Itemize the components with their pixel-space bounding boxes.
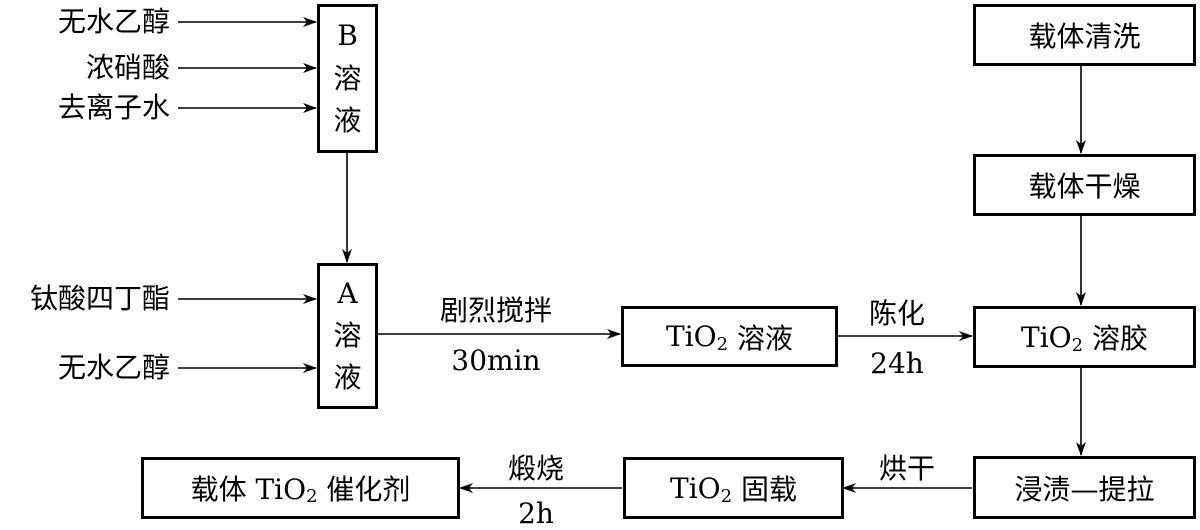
box-tio2-solution-suffix: 溶液 bbox=[728, 321, 793, 355]
step-calcine-label: 煅烧 bbox=[507, 452, 565, 485]
box-catalyst-suffix: 催化剂 bbox=[317, 473, 411, 506]
input-ethanol-a: 无水乙醇 bbox=[57, 351, 170, 384]
input-deionized-water: 去离子水 bbox=[57, 91, 170, 124]
box-tio2-load-suffix: 固载 bbox=[732, 473, 797, 506]
box-tio2-load-prefix: TiO bbox=[670, 471, 721, 505]
box-tio2-load-sub: 2 bbox=[720, 485, 733, 507]
input-nitric-acid: 浓硝酸 bbox=[85, 51, 170, 84]
step-stir-label: 剧烈搅拌 bbox=[439, 294, 553, 327]
box-a-solution: A 溶 液 bbox=[317, 263, 378, 409]
input-tetrabutyl-titanate: 钛酸四丁酯 bbox=[29, 282, 170, 315]
step-stir-time: 30min bbox=[451, 344, 541, 377]
box-b-line-1: B bbox=[337, 18, 358, 52]
box-catalyst-sub: 2 bbox=[306, 485, 318, 507]
box-dip-coating: 浸渍—提拉 bbox=[973, 456, 1196, 519]
box-a-line-3: 液 bbox=[333, 361, 362, 394]
step-dry-label: 烘干 bbox=[878, 452, 936, 485]
step-age-time: 24h bbox=[870, 347, 924, 380]
box-carrier-dry: 载体干燥 bbox=[973, 154, 1196, 216]
step-calcine-time: 2h bbox=[518, 497, 554, 530]
box-b-solution: B 溶 液 bbox=[317, 4, 378, 153]
box-tio2-gel-suffix: 溶胶 bbox=[1083, 322, 1148, 355]
box-b-line-2: 溶 bbox=[333, 61, 362, 95]
box-tio2-solution-sub: 2 bbox=[716, 334, 729, 355]
box-tio2-gel-sub: 2 bbox=[1071, 334, 1084, 356]
step-age-label: 陈化 bbox=[868, 297, 926, 330]
box-tio2-solution-prefix: TiO bbox=[666, 320, 717, 353]
box-a-line-2: 溶 bbox=[333, 319, 362, 352]
box-b-line-3: 液 bbox=[333, 104, 362, 138]
box-catalyst-prefix: 载体 TiO bbox=[190, 473, 307, 506]
box-carrier-clean: 载体清洗 bbox=[973, 4, 1196, 66]
box-tio2-gel-prefix: TiO bbox=[1021, 320, 1072, 354]
input-ethanol-b: 无水乙醇 bbox=[57, 5, 170, 38]
box-a-line-1: A bbox=[337, 277, 358, 310]
